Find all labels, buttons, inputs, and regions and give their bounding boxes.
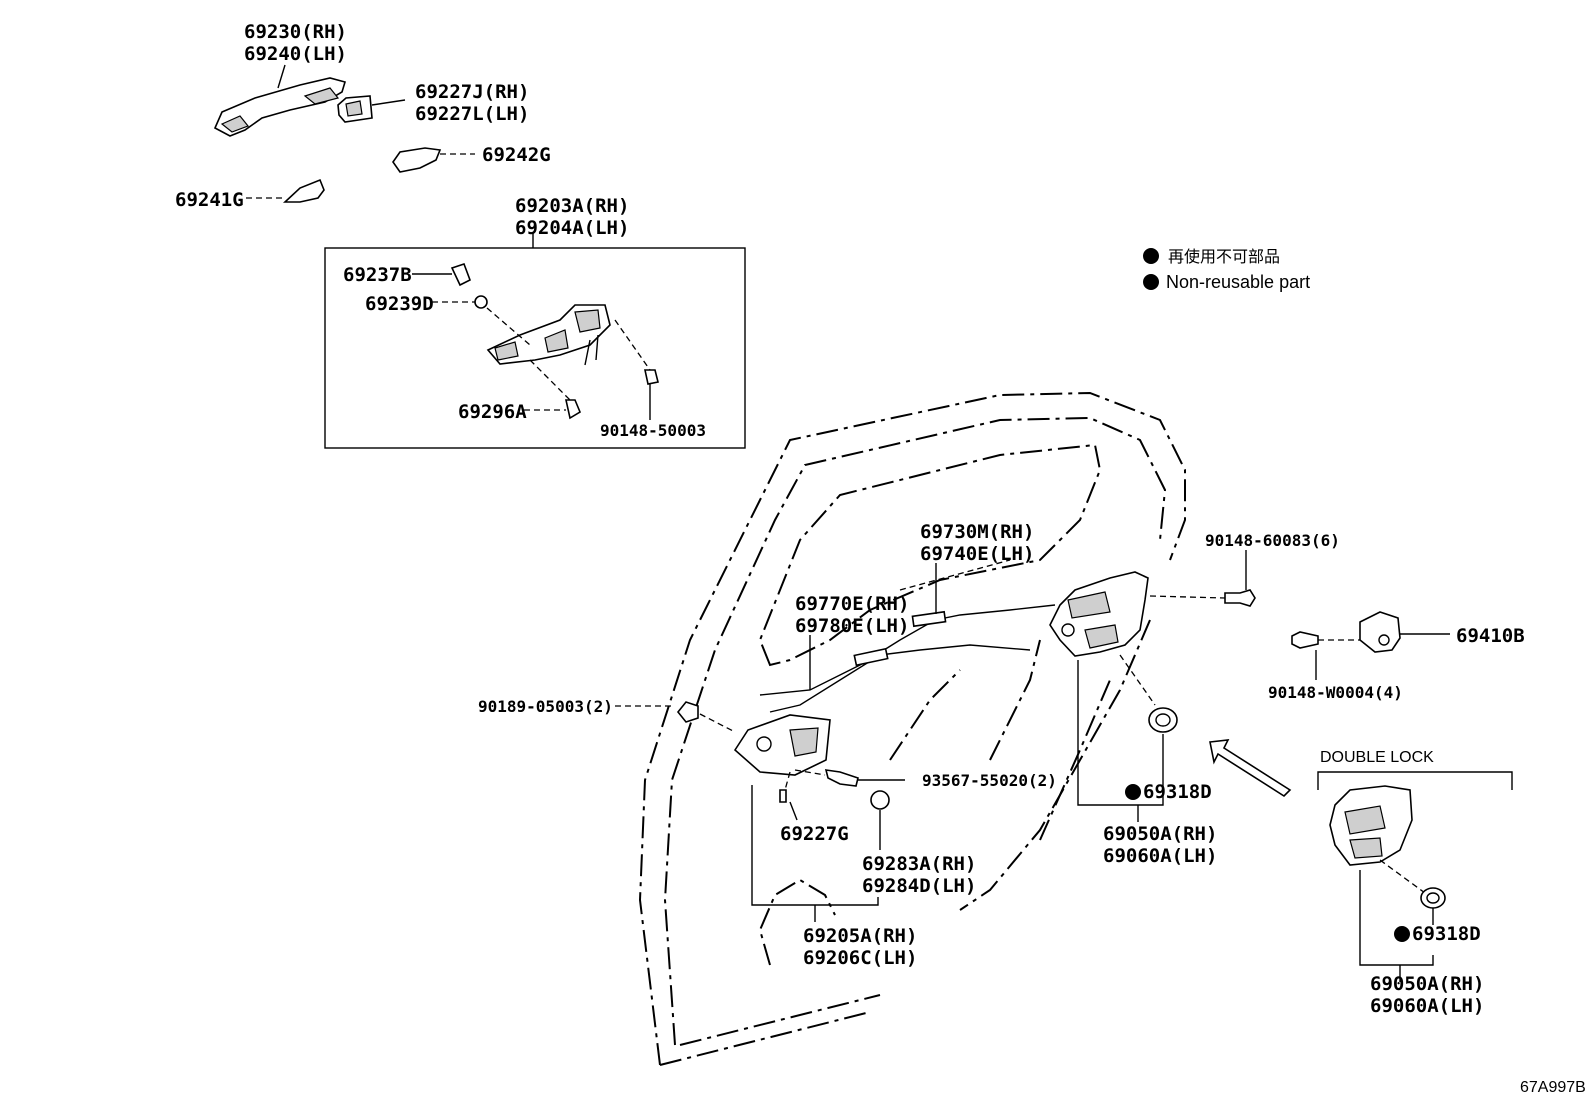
cover-69283a [870,790,890,810]
cables [759,559,1056,713]
label-dl-69318d: 69318D [1412,923,1481,945]
label-69410b: 69410B [1456,625,1525,647]
grommet-69239d [474,295,488,309]
legend-bullet-icon [1143,248,1159,264]
label-69203a: 69203A(RH) [515,195,629,217]
clip-69227g [779,789,787,803]
clip-69237b [450,262,472,287]
figure-id: 67A997B [1520,1079,1586,1096]
callout-labels: 69230(RH) 69240(LH) 69227J(RH) 69227L(LH… [175,21,1586,1096]
label-90148-60083: 90148-60083(6) [1205,531,1340,550]
door-outline [638,391,1186,1066]
double-lock-group [1317,771,1513,982]
grommet-90189 [676,701,699,723]
label-69730m: 69730M(RH) [920,521,1034,543]
label-69241g: 69241G [175,189,244,211]
legend: 再使用不可部品 Non-reusable part [1143,247,1310,292]
label-90148-w0004: 90148-W0004(4) [1268,683,1403,702]
legend-jp: 再使用不可部品 [1168,247,1280,266]
pad-69242g [392,147,442,173]
label-69283a: 69283A(RH) [862,853,976,875]
label-69050a: 69050A(RH) [1103,823,1217,845]
screw-69296a [565,399,582,420]
screw-93567 [824,769,859,787]
label-69242g: 69242G [482,144,551,166]
outside-handle [213,77,347,137]
seal-69318d [1148,707,1178,733]
legend-bullet-icon [1143,274,1159,290]
label-69227l: 69227L(LH) [415,103,529,125]
label-69230: 69230(RH) [244,21,347,43]
striker-group [1291,611,1450,680]
label-93567: 93567-55020(2) [922,771,1057,790]
label-69227g: 69227G [780,823,849,845]
non-reusable-bullet-icon [1394,926,1410,942]
striker [1359,611,1401,653]
screw-90148-w0004 [1291,631,1319,649]
label-69205a: 69205A(RH) [803,925,917,947]
label-69740e: 69740E(LH) [920,543,1034,565]
label-69770e: 69770E(RH) [795,593,909,615]
label-69060a: 69060A(LH) [1103,845,1217,867]
label-69240: 69240(LH) [244,43,347,65]
outside-handle-group [213,64,475,203]
label-69227j: 69227J(RH) [415,81,529,103]
label-69296a: 69296A [458,401,527,423]
legend-en: Non-reusable part [1166,272,1310,292]
door-lock-group [1049,550,1256,822]
non-reusable-bullet-icon [1125,784,1141,800]
screw-90148-60083 [1224,589,1256,607]
label-69204a: 69204A(LH) [515,217,629,239]
inside-handle-group [615,701,905,922]
label-69284d: 69284D(LH) [862,875,976,897]
frame-assembly-box [324,233,746,449]
label-dl-69060a: 69060A(LH) [1370,995,1484,1017]
label-90148-50003: 90148-50003 [600,421,706,440]
label-69206c: 69206C(LH) [803,947,917,969]
label-dl-69050a: 69050A(RH) [1370,973,1484,995]
label-69318d: 69318D [1143,781,1212,803]
label-69237b: 69237B [343,264,412,286]
label-double-lock: DOUBLE LOCK [1320,749,1434,766]
pad-69241g [282,178,325,203]
direction-arrow [1209,739,1292,798]
label-69239d: 69239D [365,293,434,315]
label-90189: 90189-05003(2) [478,697,613,716]
label-69780e: 69780E(LH) [795,615,909,637]
screw-90148-50003 [644,369,659,385]
dl-seal-69318d [1420,887,1446,909]
